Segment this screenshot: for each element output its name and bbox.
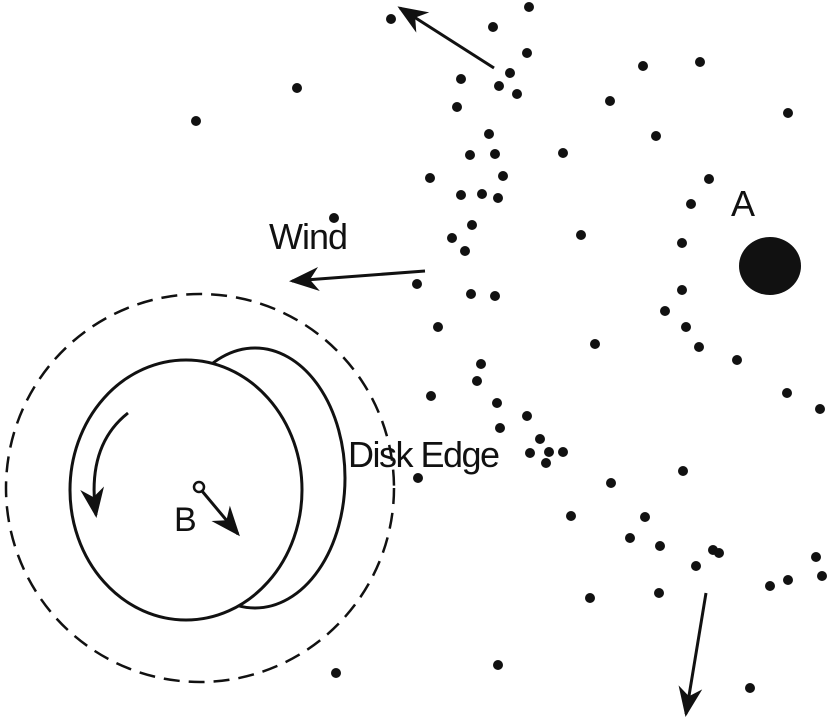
point-b-marker <box>192 480 206 494</box>
particle-dot <box>606 478 616 488</box>
particle-dot <box>811 552 821 562</box>
particle-dot <box>558 447 568 457</box>
particle-dot <box>386 14 396 24</box>
particle-dot <box>544 447 554 457</box>
particle-dot <box>817 571 827 581</box>
label-b: B <box>174 501 197 539</box>
particle-dot <box>605 96 615 106</box>
point-b-arrow <box>200 490 240 537</box>
particle-dot <box>535 434 545 444</box>
particle-dot <box>484 129 494 139</box>
particle-dot <box>505 68 515 78</box>
particle-dot <box>493 660 503 670</box>
particle-dot <box>704 174 714 184</box>
particle-dot <box>490 291 500 301</box>
particle-dot <box>292 83 302 93</box>
particle-dot <box>447 233 457 243</box>
particle-dot <box>783 108 793 118</box>
particle-dot <box>466 289 476 299</box>
particle-dot <box>732 355 742 365</box>
particle-dot <box>695 57 705 67</box>
particle-dot <box>525 448 535 458</box>
particle-dot <box>412 279 422 289</box>
particle-dots <box>191 2 827 693</box>
particle-dot <box>331 668 341 678</box>
particle-dot <box>541 458 551 468</box>
particle-dot <box>815 404 825 414</box>
particle-dot <box>329 213 339 223</box>
top-flow-arrow <box>397 6 495 70</box>
particle-dot <box>576 230 586 240</box>
particle-dot <box>524 2 534 12</box>
particle-dot <box>495 423 505 433</box>
disk-front-shell <box>68 358 304 622</box>
particle-dot <box>566 511 576 521</box>
bottom-flow-arrow <box>678 592 708 717</box>
particle-dot <box>522 411 532 421</box>
particle-dot <box>426 391 436 401</box>
particle-dot <box>677 238 687 248</box>
particle-dot <box>472 376 482 386</box>
particle-dot <box>558 148 568 158</box>
particle-dot <box>765 581 775 591</box>
particle-dot <box>691 561 701 571</box>
particle-dot <box>654 588 664 598</box>
particle-dot <box>460 246 470 256</box>
disk-edge-circle <box>4 292 396 684</box>
particle-dot <box>494 81 504 91</box>
particle-dot <box>714 548 724 558</box>
label-wind: Wind <box>269 216 347 257</box>
particle-dot <box>686 199 696 209</box>
particle-dot <box>488 22 498 32</box>
label-disk-edge: Disk Edge <box>348 434 499 475</box>
particle-dot <box>498 171 508 181</box>
wind-arrow <box>289 267 426 291</box>
particle-dot <box>677 285 687 295</box>
particle-dot <box>433 322 443 332</box>
rotation-arrow <box>80 411 129 518</box>
particle-dot <box>640 512 650 522</box>
particle-dot <box>522 48 532 58</box>
particle-dot <box>745 683 755 693</box>
particle-dot <box>651 131 661 141</box>
particle-dot <box>452 102 462 112</box>
particle-dot <box>585 593 595 603</box>
particle-dot <box>477 189 487 199</box>
particle-dot <box>413 473 423 483</box>
particle-dot <box>694 342 704 352</box>
particle-dot <box>490 149 500 159</box>
particle-dot <box>191 116 201 126</box>
particle-dot <box>493 193 503 203</box>
particle-dot <box>681 322 691 332</box>
particle-dot <box>782 388 792 398</box>
particle-dot <box>456 74 466 84</box>
particle-dot <box>660 306 670 316</box>
body-a <box>739 237 801 295</box>
particle-dot <box>425 173 435 183</box>
particle-dot <box>465 150 475 160</box>
particle-dot <box>783 575 793 585</box>
particle-dot <box>512 89 522 99</box>
particle-dot <box>456 190 466 200</box>
particle-dot <box>467 220 477 230</box>
particle-dot <box>625 533 635 543</box>
particle-dot <box>590 339 600 349</box>
particle-dot <box>476 359 486 369</box>
label-a: A <box>731 183 755 224</box>
particle-dot <box>655 541 665 551</box>
particle-dot <box>678 466 688 476</box>
particle-dot <box>638 61 648 71</box>
particle-dot <box>492 398 502 408</box>
